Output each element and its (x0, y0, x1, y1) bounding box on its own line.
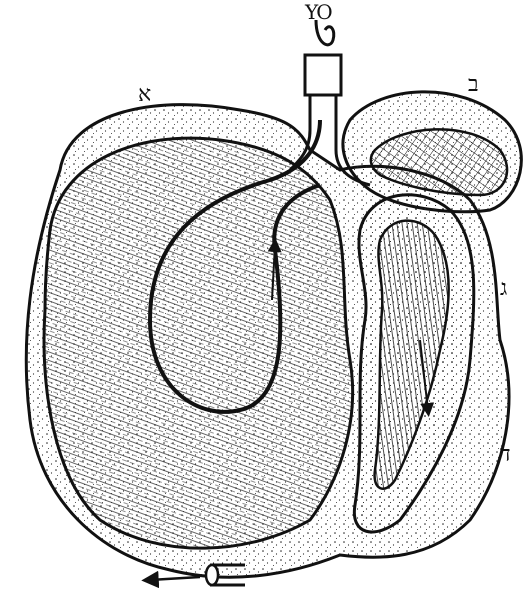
label-bet: ב (468, 74, 479, 96)
parenchyma (44, 138, 353, 548)
label-alef: א (138, 84, 151, 106)
outflow-arrow (150, 577, 200, 580)
label-top: YO (305, 2, 331, 22)
cord (305, 55, 341, 95)
label-dalet: ד (500, 444, 511, 466)
label-gimel: ג (500, 278, 507, 300)
